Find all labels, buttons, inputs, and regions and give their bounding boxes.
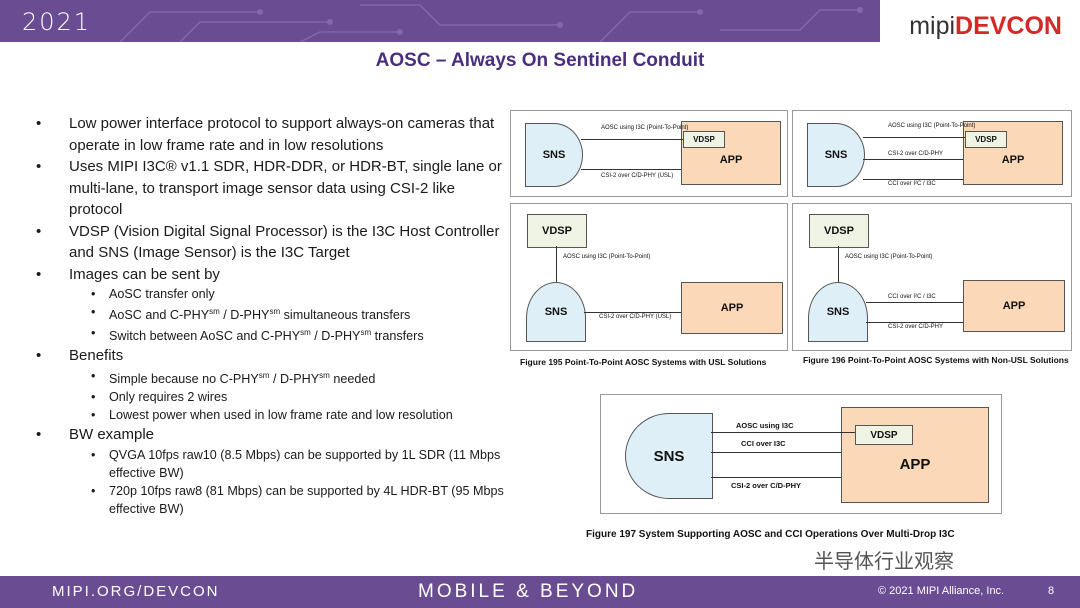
mipi-devcon-logo: mipiDEVCON	[909, 12, 1062, 41]
figure-196-caption: Figure 196 Point-To-Point AOSC Systems w…	[803, 355, 1069, 365]
figure-195-diagram-a: SNS APP VDSP AOSC using I3C (Point-To-Po…	[510, 110, 788, 197]
bullet-item: BW example	[36, 424, 506, 446]
sub-bullet-item: AoSC and C-PHYsm / D-PHYsm simultaneous …	[36, 303, 506, 324]
sub-bullet-item: QVGA 10fps raw10 (8.5 Mbps) can be suppo…	[36, 446, 506, 482]
csi-label: CSI-2 over C/D-PHY (USL)	[601, 173, 674, 179]
sub-bullet-item: Only requires 2 wires	[36, 388, 506, 406]
aosc-label: AOSC using I3C	[736, 421, 794, 430]
aosc-link	[581, 139, 683, 140]
sub-bullet-item: AoSC transfer only	[36, 285, 506, 303]
csi-label: CSI-2 over C/D-PHY	[888, 151, 944, 157]
csi-link	[863, 159, 963, 160]
aosc-label: AOSC using I3C (Point-To-Point)	[888, 123, 976, 129]
sub-bullet-item: Switch between AoSC and C-PHYsm / D-PHYs…	[36, 324, 506, 345]
bullet-list: Low power interface protocol to support …	[36, 113, 506, 518]
footer-tagline: MOBILE & BEYOND	[418, 581, 639, 602]
vdsp-block: VDSP	[809, 214, 869, 248]
cci-link	[711, 452, 841, 453]
cci-label: CCI over I²C / I3C	[888, 181, 936, 187]
sns-block: SNS	[526, 282, 586, 342]
sns-block: SNS	[807, 123, 865, 187]
aosc-label: AOSC using I3C (Point-To-Point)	[601, 125, 689, 131]
figure-195-diagram-b: VDSP AOSC using I3C (Point-To-Point) SNS…	[510, 203, 788, 351]
footer-url: MIPI.ORG/DEVCON	[52, 583, 220, 600]
vdsp-block: VDSP	[965, 131, 1007, 148]
csi-link	[581, 169, 681, 170]
app-block: APP	[841, 407, 989, 503]
csi-link	[866, 322, 963, 323]
aosc-label: AOSC using I3C (Point-To-Point)	[563, 254, 651, 260]
figure-197-diagram: SNS APP VDSP AOSC using I3C CCI over I3C…	[600, 394, 1002, 514]
figure-195-caption: Figure 195 Point-To-Point AOSC Systems w…	[520, 357, 767, 367]
figure-196-diagram-a: SNS APP VDSP AOSC using I3C (Point-To-Po…	[792, 110, 1072, 197]
csi-label: CSI-2 over C/D-PHY	[731, 481, 802, 490]
bullet-item: Uses MIPI I3C® v1.1 SDR, HDR-DDR, or HDR…	[36, 156, 506, 221]
vdsp-block: VDSP	[527, 214, 587, 248]
aosc-link	[556, 246, 557, 282]
csi-label: CSI-2 over C/D-PHY (USL)	[599, 314, 672, 320]
aosc-link	[838, 246, 839, 282]
aosc-link	[863, 137, 965, 138]
vdsp-block: VDSP	[683, 131, 725, 148]
page-number: 8	[1048, 585, 1055, 597]
footer-bar: MIPI.ORG/DEVCON MOBILE & BEYOND © 2021 M…	[0, 576, 1080, 608]
csi-link	[584, 312, 681, 313]
brand-logo-area: mipiDEVCON	[880, 0, 1080, 52]
footer-copyright: © 2021 MIPI Alliance, Inc.	[878, 585, 1005, 597]
cci-link	[863, 179, 963, 180]
year-label: 2021	[22, 8, 92, 36]
app-block: APP	[963, 280, 1065, 332]
sns-block: SNS	[808, 282, 868, 342]
vdsp-block: VDSP	[855, 425, 913, 445]
app-block: APP	[681, 282, 783, 334]
bullet-item: Images can be sent by	[36, 264, 506, 286]
app-block: APP	[681, 121, 781, 185]
cci-label: CCI over I3C	[741, 439, 786, 448]
sub-bullet-item: Lowest power when used in low frame rate…	[36, 406, 506, 424]
logo-devcon-text: DEVCON	[955, 12, 1062, 40]
slide-title: AOSC – Always On Sentinel Conduit	[375, 50, 705, 71]
cci-label: CCI over I²C / I3C	[888, 294, 936, 300]
circuit-pattern	[119, 4, 863, 42]
bullet-item: VDSP (Vision Digital Signal Processor) i…	[36, 221, 506, 264]
watermark-text: 半导体行业观察	[814, 549, 954, 573]
sub-bullet-item: 720p 10fps raw8 (81 Mbps) can be support…	[36, 482, 506, 518]
csi-label: CSI-2 over C/D-PHY	[888, 324, 944, 330]
csi-link	[711, 477, 841, 478]
aosc-link	[711, 432, 855, 433]
bullet-item: Low power interface protocol to support …	[36, 113, 506, 156]
cci-link	[866, 302, 963, 303]
aosc-label: AOSC using I3C (Point-To-Point)	[845, 254, 933, 260]
sns-block: SNS	[525, 123, 583, 187]
sns-block: SNS	[625, 413, 713, 499]
figure-196-diagram-b: VDSP AOSC using I3C (Point-To-Point) SNS…	[792, 203, 1072, 351]
sub-bullet-item: Simple because no C-PHYsm / D-PHYsm need…	[36, 367, 506, 388]
logo-mipi-text: mipi	[909, 12, 956, 40]
bullet-item: Benefits	[36, 345, 506, 367]
figure-197-caption: Figure 197 System Supporting AOSC and CC…	[586, 529, 955, 540]
